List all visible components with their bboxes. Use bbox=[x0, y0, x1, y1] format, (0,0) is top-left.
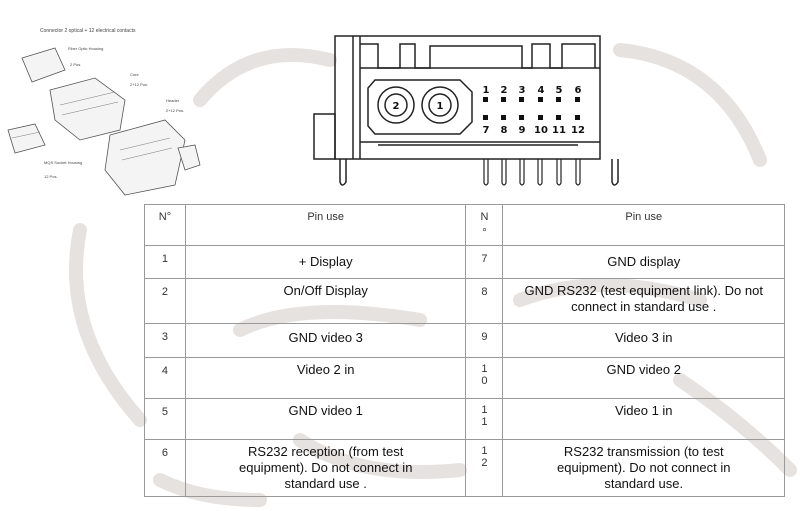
pin-use: On/Off Display bbox=[184, 278, 467, 324]
pin-label: 12 bbox=[571, 125, 585, 136]
header-number: N ° bbox=[465, 204, 504, 246]
pin-use: GND video 2 bbox=[502, 357, 785, 399]
table-header-row: N° Pin use N ° Pin use bbox=[144, 204, 785, 246]
pin-number: 7 bbox=[465, 245, 504, 279]
pin-number: 9 bbox=[465, 323, 504, 358]
pin-label: 10 bbox=[534, 125, 548, 136]
figure-label: Core bbox=[130, 72, 139, 77]
pin-use: Video 3 in bbox=[502, 323, 785, 358]
figure-label: 2+12 Pos. bbox=[166, 108, 185, 113]
pin-number: 4 bbox=[144, 357, 186, 399]
table-row: 3 GND video 3 9 Video 3 in bbox=[144, 323, 785, 358]
figure-label: Header bbox=[166, 98, 180, 103]
pin-use: GND display bbox=[502, 245, 785, 279]
header-number: N° bbox=[144, 204, 186, 246]
pin-use: Video 2 in bbox=[184, 357, 467, 399]
pin-use: GND RS232 (test equipment link). Do not … bbox=[502, 278, 785, 324]
optical-port-label: 2 bbox=[393, 101, 400, 112]
pin-label: 9 bbox=[519, 125, 526, 136]
pin-number: 1 0 bbox=[465, 357, 504, 399]
table-row: 4 Video 2 in 1 0 GND video 2 bbox=[144, 357, 785, 399]
figure-label: 2+12 Pos. bbox=[130, 82, 149, 87]
pin-use: GND video 3 bbox=[184, 323, 467, 358]
pin-label: 3 bbox=[519, 85, 526, 96]
figure-label: 2 Pos. bbox=[70, 62, 82, 67]
pin-use: Video 1 in bbox=[502, 398, 785, 440]
figure-label: Fiber Optic Housing bbox=[68, 46, 104, 51]
pin-label: 7 bbox=[483, 125, 490, 136]
pin-label: 11 bbox=[552, 125, 566, 136]
pin-label: 2 bbox=[501, 85, 508, 96]
optical-port-label: 1 bbox=[437, 101, 444, 112]
pin-use: RS232 reception (from test equipment). D… bbox=[184, 439, 467, 497]
pin-use: GND video 1 bbox=[184, 398, 467, 440]
pin-number: 2 bbox=[144, 278, 186, 324]
pin-number: 1 2 bbox=[465, 439, 504, 497]
pin-number: 6 bbox=[144, 439, 186, 497]
pin-number: 1 bbox=[144, 245, 186, 279]
pin-number: 3 bbox=[144, 323, 186, 358]
pin-number: 5 bbox=[144, 398, 186, 440]
pin-use-table: N° Pin use N ° Pin use 1 + Display 7 GND… bbox=[144, 204, 785, 497]
figure-label: 12 Pos. bbox=[44, 174, 58, 179]
table-row: 2 On/Off Display 8 GND RS232 (test equip… bbox=[144, 278, 785, 324]
connector-pinout-diagram: 2 1 1 2 3 4 5 6 7 8 9 10 11 12 bbox=[313, 35, 619, 186]
figure-title: Connector 2 optical + 12 electrical cont… bbox=[40, 28, 136, 34]
pin-use: + Display bbox=[184, 245, 467, 279]
figure-label: MQS Socket Housing bbox=[44, 160, 83, 165]
pin-label: 4 bbox=[538, 85, 545, 96]
table-row: 1 + Display 7 GND display bbox=[144, 245, 785, 279]
header-pin-use: Pin use bbox=[502, 204, 785, 246]
table-row: 5 GND video 1 1 1 Video 1 in bbox=[144, 398, 785, 440]
pin-label: 5 bbox=[556, 85, 563, 96]
pin-use: RS232 transmission (to test equipment). … bbox=[502, 439, 785, 497]
connector-sketch bbox=[7, 47, 201, 196]
pin-label: 8 bbox=[501, 125, 508, 136]
pin-label: 6 bbox=[575, 85, 582, 96]
pin-number: 1 1 bbox=[465, 398, 504, 440]
pin-number: 8 bbox=[465, 278, 504, 324]
header-pin-use: Pin use bbox=[184, 204, 467, 246]
connector-exploded-figure: Connector 2 optical + 12 electrical cont… bbox=[0, 20, 220, 200]
pin-label: 1 bbox=[483, 85, 490, 96]
table-row: 6 RS232 reception (from test equipment).… bbox=[144, 439, 785, 497]
